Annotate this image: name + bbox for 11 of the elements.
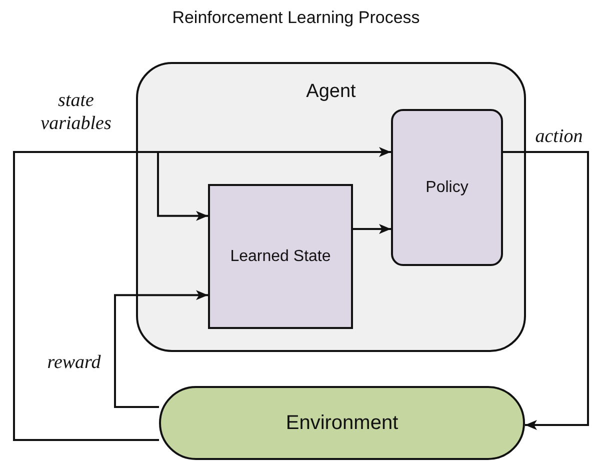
node-label: Agent [306, 80, 356, 104]
process-box [208, 184, 353, 329]
agent-container [136, 62, 526, 352]
node-label: Environment [286, 410, 398, 436]
arrow [503, 151, 589, 430]
node-label: Learned State [230, 246, 331, 266]
arrow [353, 224, 391, 234]
process-box [391, 109, 503, 266]
diagram-title: Reinforcement Learning Process [171, 8, 421, 28]
arrow [114, 290, 208, 408]
node-label: Policy [426, 178, 468, 198]
